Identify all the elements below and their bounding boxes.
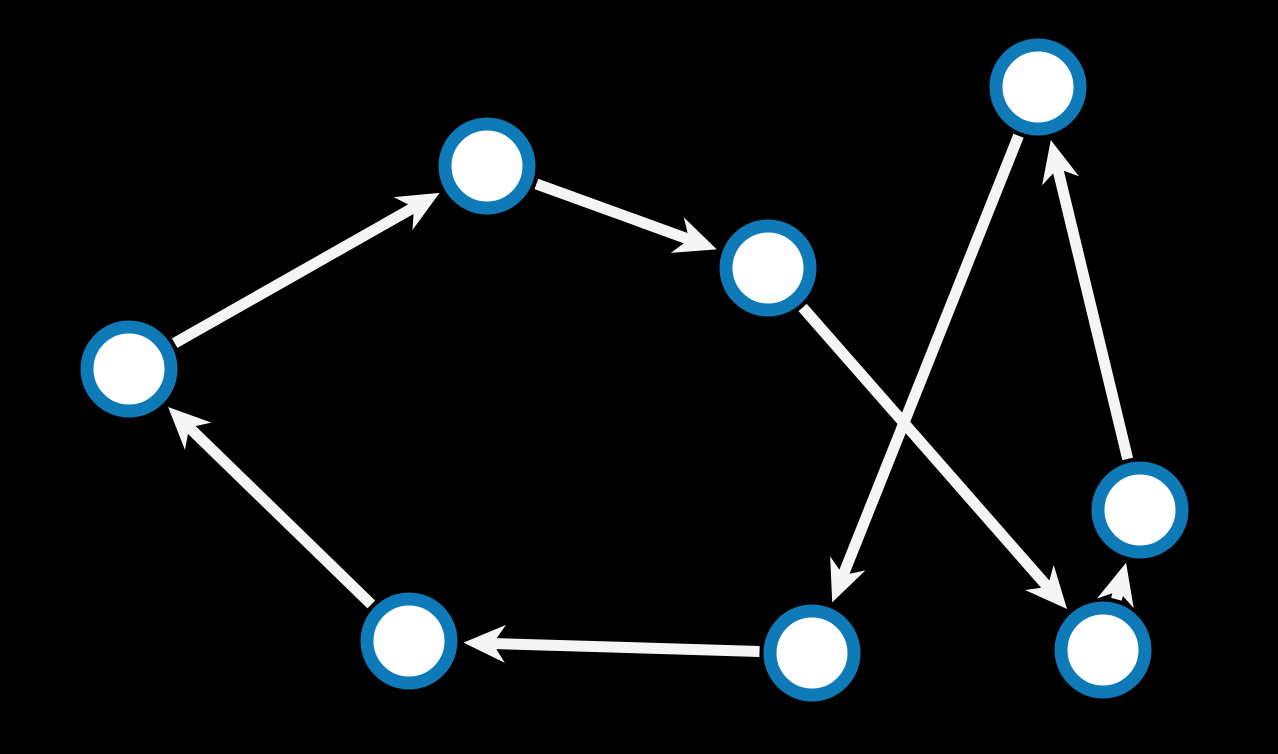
edge-arrowhead-icon bbox=[830, 556, 866, 603]
graph-node[interactable] bbox=[438, 117, 536, 215]
node-circle[interactable] bbox=[989, 38, 1087, 136]
graph-edge bbox=[1042, 139, 1134, 461]
edge-line bbox=[180, 419, 376, 609]
edge-arrowhead-icon bbox=[463, 624, 507, 663]
edge-line bbox=[835, 133, 1024, 583]
edge-arrowhead-icon bbox=[168, 406, 212, 450]
edge-arrowhead-icon bbox=[1096, 562, 1134, 609]
graph-node[interactable] bbox=[719, 219, 817, 317]
graph-node[interactable] bbox=[989, 38, 1087, 136]
edge-line bbox=[486, 637, 760, 657]
node-circle[interactable] bbox=[1091, 461, 1189, 559]
graph-edge bbox=[1096, 562, 1134, 609]
node-circle[interactable] bbox=[80, 320, 178, 418]
graph-edge bbox=[798, 303, 1068, 610]
graph-edge bbox=[534, 178, 717, 253]
node-layer bbox=[80, 38, 1189, 702]
node-circle[interactable] bbox=[438, 117, 536, 215]
edge-arrowhead-icon bbox=[1025, 564, 1068, 610]
node-circle[interactable] bbox=[719, 219, 817, 317]
graph-node[interactable] bbox=[763, 604, 861, 702]
graph-edge bbox=[463, 624, 760, 663]
graph-edge bbox=[830, 133, 1024, 603]
edge-arrowhead-icon bbox=[1042, 139, 1080, 186]
node-circle[interactable] bbox=[360, 592, 458, 690]
edge-line bbox=[798, 303, 1056, 596]
edge-line bbox=[534, 178, 697, 247]
node-circle[interactable] bbox=[1054, 601, 1152, 699]
graph-edge bbox=[171, 192, 440, 348]
graph-node[interactable] bbox=[80, 320, 178, 418]
edge-arrowhead-icon bbox=[670, 217, 717, 253]
graph-node[interactable] bbox=[360, 592, 458, 690]
graph-node[interactable] bbox=[1054, 601, 1152, 699]
graph-edge bbox=[168, 406, 376, 609]
node-circle[interactable] bbox=[763, 604, 861, 702]
edge-line bbox=[1050, 161, 1134, 461]
edge-line bbox=[171, 199, 423, 348]
edge-arrowhead-icon bbox=[393, 192, 440, 231]
edge-layer bbox=[168, 133, 1134, 663]
graph-node[interactable] bbox=[1091, 461, 1189, 559]
